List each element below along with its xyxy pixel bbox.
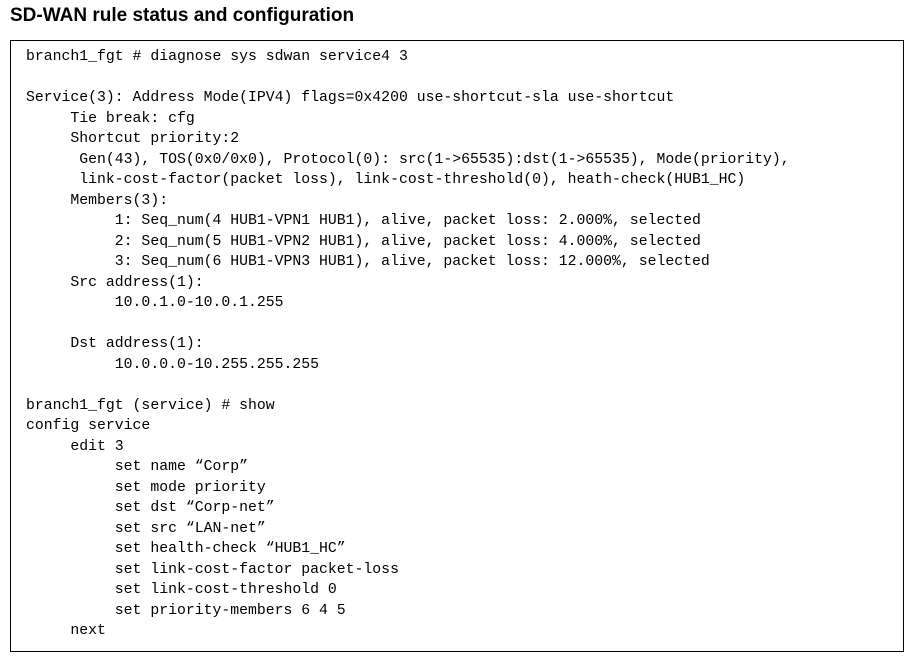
cli-line: set mode priority [26, 479, 266, 496]
cli-line: 2: Seq_num(5 HUB1-VPN2 HUB1), alive, pac… [26, 233, 701, 250]
cli-line [26, 314, 790, 335]
cli-line: 1: Seq_num(4 HUB1-VPN1 HUB1), alive, pac… [26, 213, 701, 229]
cli-line: config service [26, 418, 151, 434]
cli-line: link-cost-factor(packet loss), link-cost… [26, 172, 746, 188]
cli-line: Shortcut priority:2 [26, 131, 240, 147]
cli-output-text: branch1_fgt # diagnose sys sdwan service… [26, 47, 790, 642]
cli-line: Src address(1): [26, 274, 204, 291]
cli-line: edit 3 [26, 438, 124, 455]
cli-line: Members(3): [26, 192, 169, 209]
cli-line: set health-check “HUB1_HC” [26, 541, 346, 557]
cli-output-panel: branch1_fgt # diagnose sys sdwan service… [10, 40, 904, 652]
cli-line: 10.0.0.0-10.255.255.255 [26, 356, 320, 373]
cli-line: 3: Seq_num(6 HUB1-VPN3 HUB1), alive, pac… [26, 254, 710, 270]
cli-line: next [26, 623, 106, 639]
cli-line: set src “LAN-net” [26, 520, 266, 537]
cli-line: set link-cost-threshold 0 [26, 582, 337, 598]
page-title: SD-WAN rule status and configuration [10, 5, 355, 26]
cli-line: branch1_fgt (service) # show [26, 397, 275, 414]
cli-line: Dst address(1): [26, 336, 204, 352]
cli-line: set priority-members 6 4 5 [26, 602, 346, 619]
cli-line [26, 375, 790, 396]
cli-line: branch1_fgt # diagnose sys sdwan service… [26, 49, 408, 65]
cli-line: set name “Corp” [26, 459, 248, 475]
cli-line: Service(3): Address Mode(IPV4) flags=0x4… [26, 90, 675, 106]
cli-line: set dst “Corp-net” [26, 500, 275, 516]
cli-line: 10.0.1.0-10.0.1.255 [26, 295, 284, 311]
cli-line [26, 68, 790, 89]
cli-line: Gen(43), TOS(0x0/0x0), Protocol(0): src(… [26, 151, 790, 168]
cli-line: set link-cost-factor packet-loss [26, 561, 399, 578]
cli-line: Tie break: cfg [26, 110, 195, 127]
